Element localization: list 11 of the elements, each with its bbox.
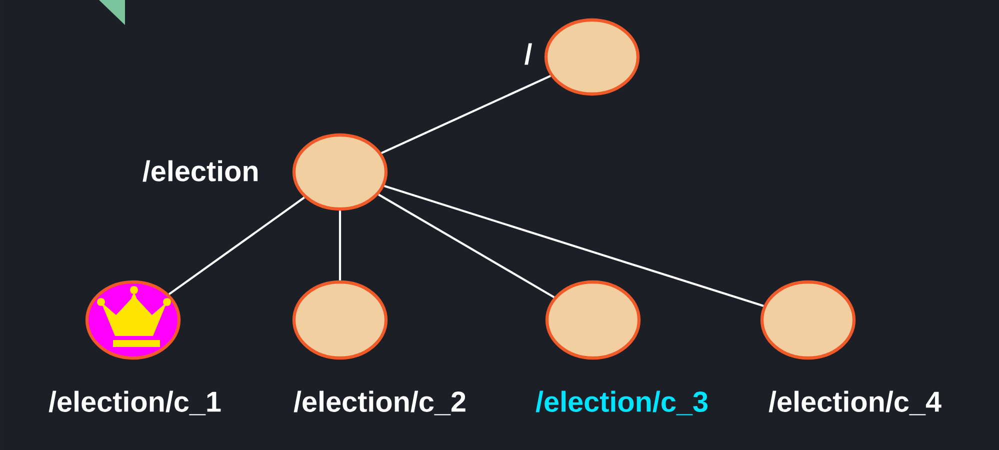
node-label: /election/c_2 xyxy=(294,390,466,416)
node-label: /election/c_1 xyxy=(48,390,221,416)
tree-edge xyxy=(381,74,551,154)
node-label: /election xyxy=(142,160,258,182)
node-label: /election/c_3 xyxy=(536,390,708,416)
node-label: / xyxy=(524,43,532,65)
tree-edge xyxy=(338,210,342,280)
tree-edge xyxy=(378,194,555,298)
tree-edge xyxy=(384,185,764,307)
node-label: /election/c_4 xyxy=(768,390,942,416)
tree-edge xyxy=(168,196,305,296)
